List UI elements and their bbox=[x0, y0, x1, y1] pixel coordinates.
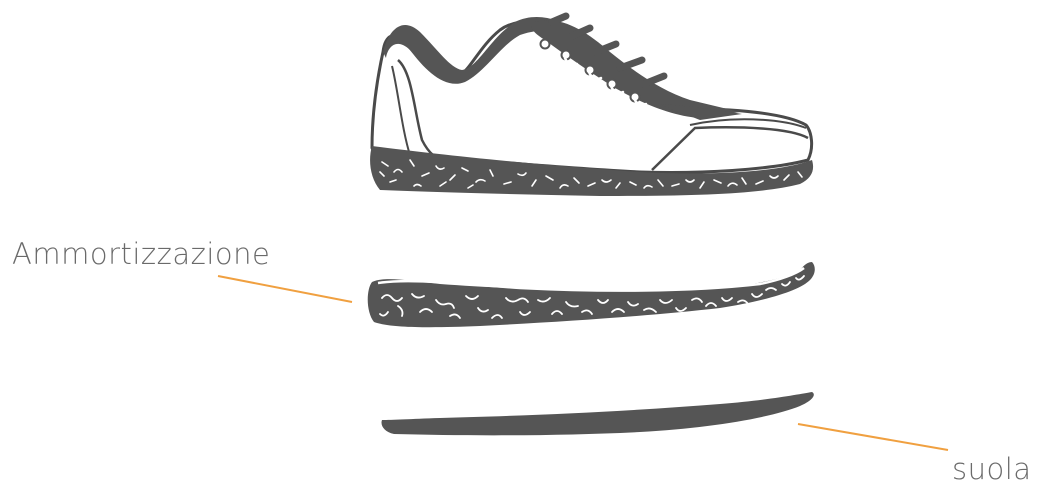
label-cushioning: Ammortizzazione bbox=[12, 240, 270, 269]
shoe bbox=[370, 16, 813, 196]
label-sole: suola bbox=[952, 455, 1032, 484]
sole-piece bbox=[382, 392, 814, 435]
cushioning-insole bbox=[368, 262, 815, 327]
insole-body bbox=[368, 262, 815, 327]
leader-line-sole bbox=[798, 424, 948, 450]
leader-line-cushioning bbox=[218, 276, 352, 302]
